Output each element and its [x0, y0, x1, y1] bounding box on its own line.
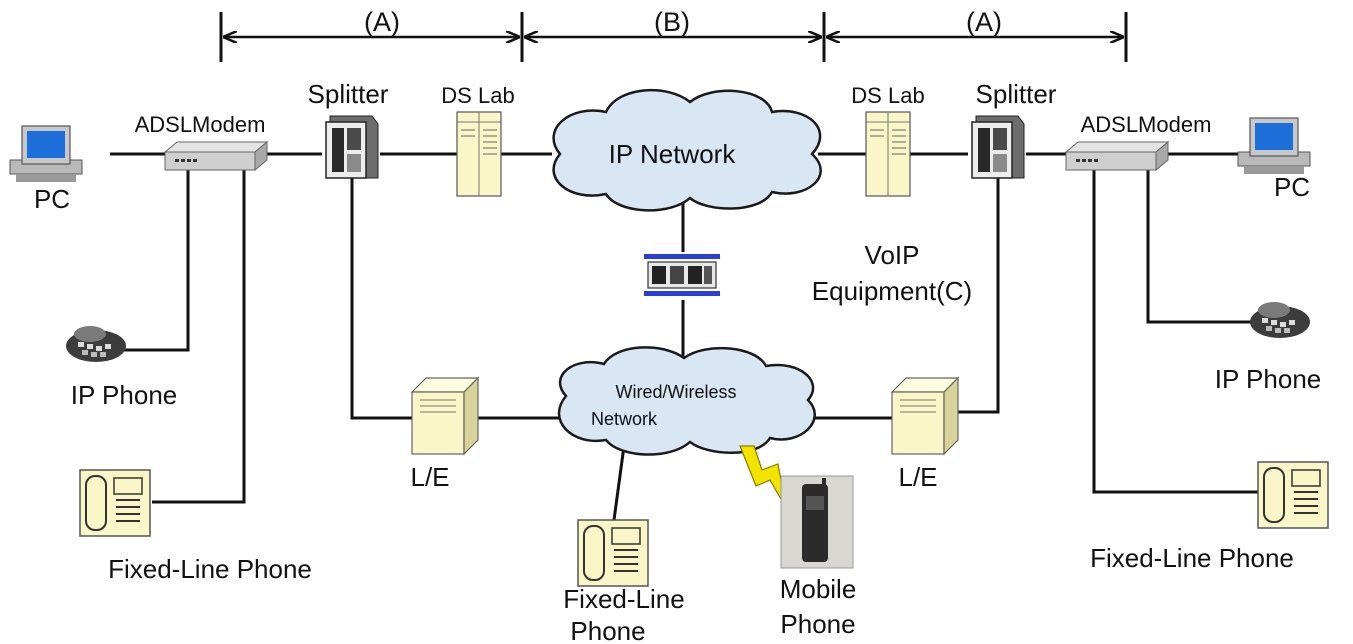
dslab-right-label: DS Lab: [851, 83, 924, 108]
fixed-phone-center-label-line1: Fixed-Line: [563, 584, 684, 614]
span-left-label: (A): [364, 7, 400, 37]
adsl-modem-left-label: ADSLModem: [135, 112, 266, 137]
lightning-icon: [739, 445, 787, 509]
exchange-right-label: L/E: [898, 462, 937, 492]
pc-right-icon: [1237, 117, 1311, 175]
ip-phone-left-icon: [66, 326, 126, 362]
dslab-left-icon: [456, 111, 502, 197]
voip-equipment-icon: [644, 254, 720, 296]
mobile-phone-label-line2: Phone: [780, 609, 855, 639]
fixed-phone-right-label: Fixed-Line Phone: [1090, 543, 1294, 573]
wired-network-label-line1: Wired/Wireless: [615, 382, 736, 402]
pc-left-label: PC: [34, 184, 70, 214]
voip-label-line2: Equipment(C): [812, 276, 972, 306]
fixed-phone-center-label-line2: Phone: [570, 616, 645, 644]
splitter-right-icon: [971, 115, 1025, 179]
fixed-phone-left-label: Fixed-Line Phone: [108, 554, 312, 584]
splitter-right-label: Splitter: [976, 79, 1057, 109]
exchange-left-label: L/E: [410, 462, 449, 492]
wired-network-label-line2: Network: [591, 409, 658, 429]
adsl-modem-left-icon: [164, 141, 268, 171]
exchange-left-icon: [411, 377, 479, 455]
ip-network-cloud: [552, 88, 822, 212]
ip-network-label: IP Network: [609, 139, 737, 169]
fixed-phone-left-icon: [79, 469, 151, 537]
mobile-phone-icon: [780, 475, 854, 569]
adsl-modem-right-label: ADSLModem: [1081, 112, 1212, 137]
mobile-phone-label-line1: Mobile: [780, 574, 857, 604]
dslab-left-label: DS Lab: [441, 83, 514, 108]
fixed-phone-right-icon: [1257, 461, 1329, 529]
splitter-left-label: Splitter: [308, 79, 389, 109]
span-middle-label: (B): [654, 7, 690, 37]
ip-phone-right-icon: [1250, 302, 1310, 338]
span-brackets: [219, 12, 1128, 62]
voip-label-line1: VoIP: [865, 240, 920, 270]
pc-left-icon: [9, 125, 83, 183]
ip-phone-left-label: IP Phone: [71, 380, 178, 410]
exchange-right-icon: [891, 377, 959, 455]
wired-wireless-network-cloud: [557, 346, 816, 456]
span-right-label: (A): [966, 7, 1002, 37]
dslab-right-icon: [865, 111, 911, 197]
adsl-modem-right-icon: [1065, 141, 1169, 171]
wires: [110, 152, 1262, 521]
splitter-left-icon: [325, 115, 379, 179]
fixed-phone-center-icon: [577, 519, 649, 587]
ip-phone-right-label: IP Phone: [1215, 364, 1322, 394]
pc-right-label: PC: [1274, 172, 1310, 202]
